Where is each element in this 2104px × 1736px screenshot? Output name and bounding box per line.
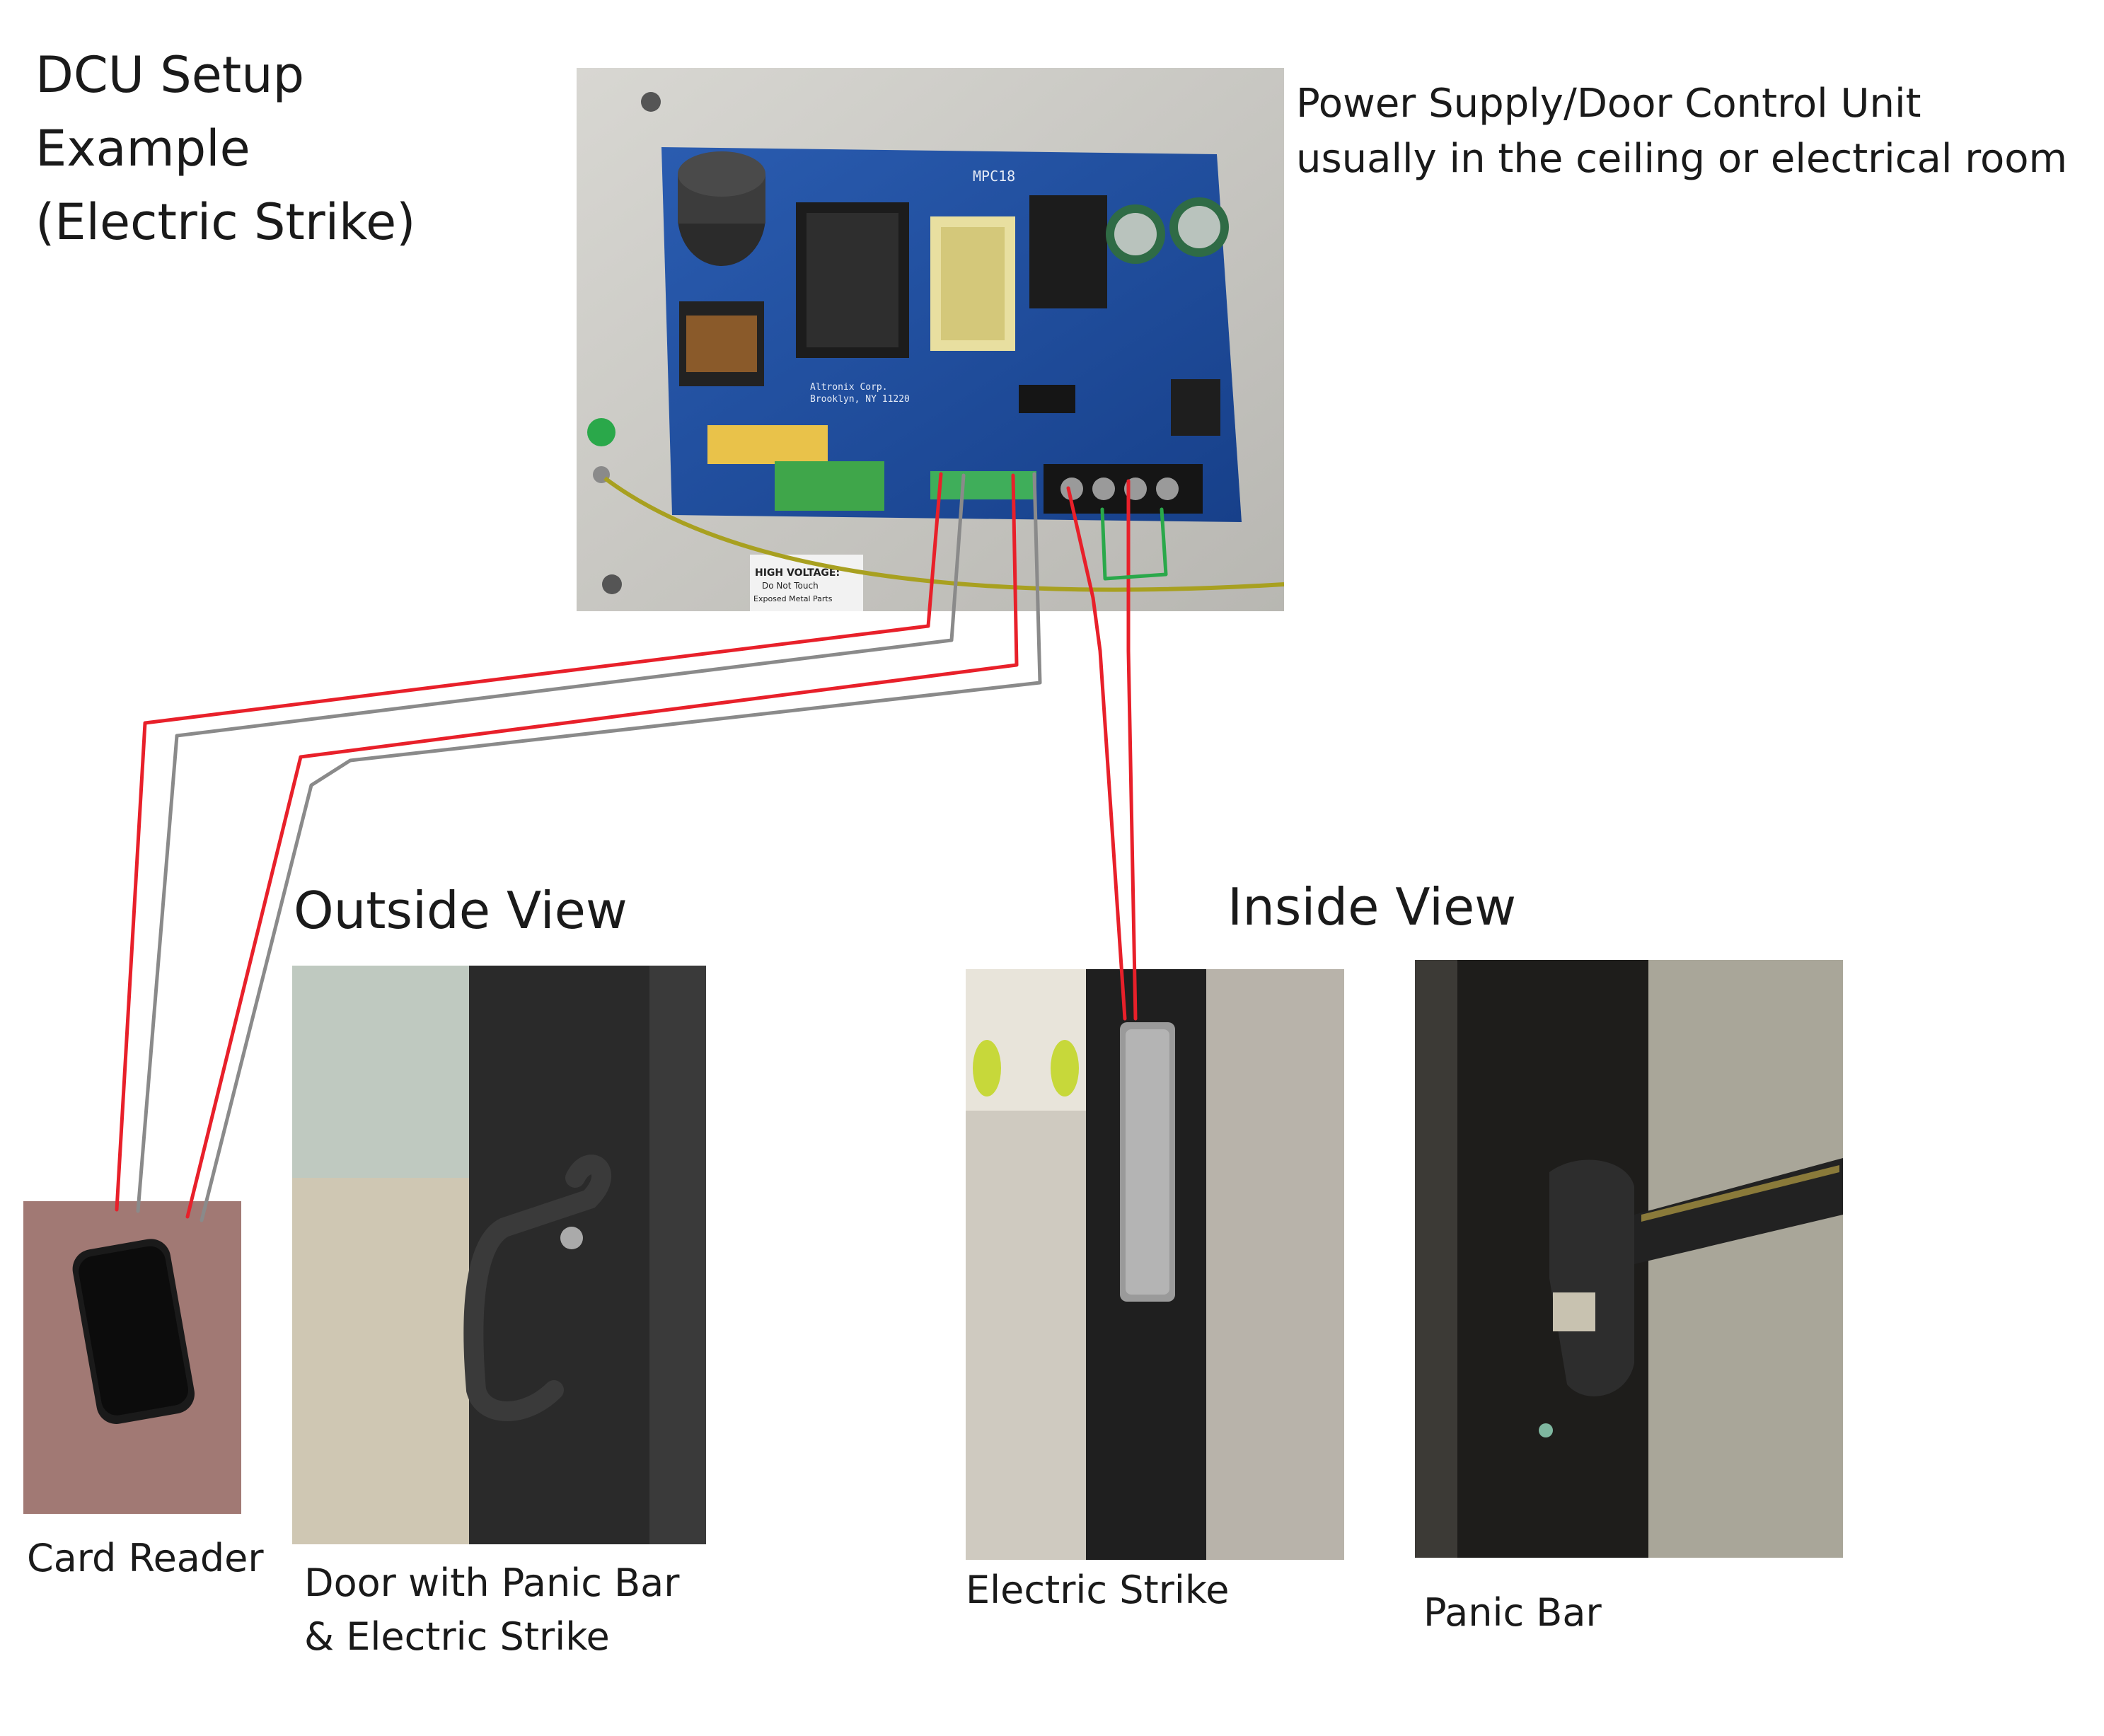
card-reader-red-wire-1 bbox=[115, 472, 943, 1212]
title-line-3: (Electric Strike) bbox=[35, 193, 416, 251]
diagram-title: DCU Setup Example (Electric Strike) bbox=[35, 38, 415, 259]
electric-strike-illustration bbox=[966, 969, 1344, 1560]
panic-bar-illustration bbox=[1415, 960, 1843, 1558]
card-reader-illustration bbox=[23, 1201, 241, 1514]
strike-red-wire-2 bbox=[1126, 479, 1138, 1021]
title-line-2: Example bbox=[35, 120, 250, 178]
warning-line-1: HIGH VOLTAGE: bbox=[755, 567, 840, 579]
panic-bar-caption: Panic Bar bbox=[1423, 1590, 1602, 1635]
door-caption-line-1: Door with Panic Bar bbox=[304, 1561, 680, 1605]
terminal-green-jumper bbox=[1100, 507, 1168, 581]
board-maker-line-1: Altronix Corp. bbox=[810, 382, 888, 393]
card-reader-gray-wire-1 bbox=[136, 473, 966, 1213]
electric-strike-photo bbox=[966, 969, 1344, 1560]
card-reader-red-wire-2 bbox=[185, 473, 1019, 1219]
strike-red-wire-1 bbox=[1066, 486, 1127, 1021]
card-reader-gray-wire-2 bbox=[200, 472, 1042, 1222]
card-reader-photo bbox=[23, 1201, 241, 1514]
power-supply-caption: Power Supply/Door Control Unit usually i… bbox=[1296, 76, 2067, 187]
warning-line-2: Do Not Touch bbox=[762, 581, 819, 591]
power-supply-caption-line-1: Power Supply/Door Control Unit bbox=[1296, 81, 1921, 127]
warning-line-3: Exposed Metal Parts bbox=[753, 594, 833, 603]
power-supply-caption-line-2: usually in the ceiling or electrical roo… bbox=[1296, 136, 2068, 182]
title-line-1: DCU Setup bbox=[35, 46, 305, 104]
power-supply-board-illustration: MPC18 Altronix Corp. Brooklyn, NY 11220 … bbox=[577, 68, 1284, 611]
power-supply-photo: MPC18 Altronix Corp. Brooklyn, NY 11220 … bbox=[577, 68, 1284, 611]
door-caption-line-2: & Electric Strike bbox=[304, 1614, 610, 1659]
board-model-label: MPC18 bbox=[973, 168, 1015, 185]
door-illustration bbox=[292, 966, 706, 1544]
card-reader-caption: Card Reader bbox=[27, 1536, 264, 1580]
outside-view-label: Outside View bbox=[294, 881, 628, 940]
electric-strike-caption: Electric Strike bbox=[966, 1568, 1230, 1612]
inside-view-label: Inside View bbox=[1227, 877, 1517, 937]
door-caption: Door with Panic Bar & Electric Strike bbox=[304, 1556, 679, 1664]
panic-bar-photo bbox=[1415, 960, 1843, 1558]
board-maker-line-2: Brooklyn, NY 11220 bbox=[810, 394, 910, 405]
door-photo bbox=[292, 966, 706, 1544]
